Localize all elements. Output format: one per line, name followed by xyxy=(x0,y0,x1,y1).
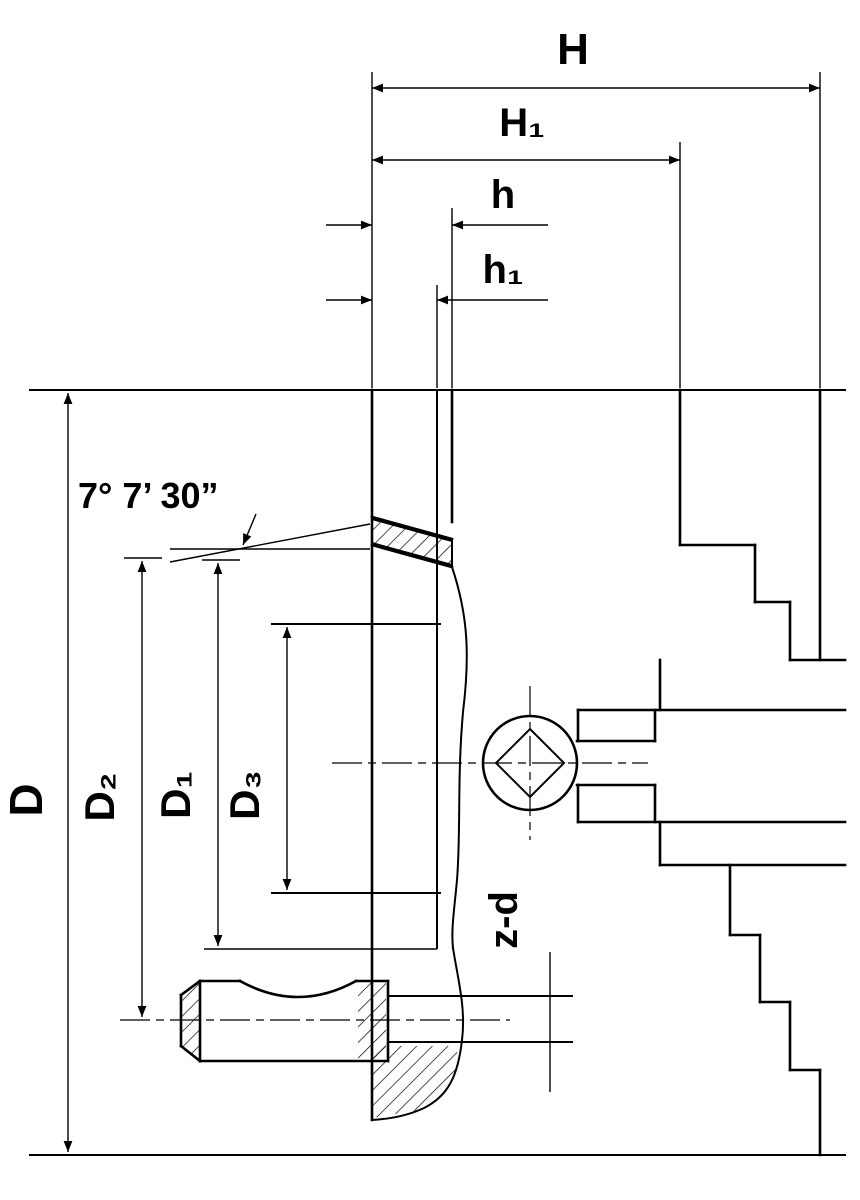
dim-label-D2: D₂ xyxy=(76,773,123,822)
dim-label-D1: D₁ xyxy=(152,771,199,819)
angle-label: 7° 7’ 30” xyxy=(78,475,219,516)
bolt-spec-label: z-d xyxy=(482,891,526,949)
labels: H H₁ h h₁ 7° 7’ 30” D D₂ D₁ D₃ z-d xyxy=(0,25,589,949)
pinion-socket xyxy=(332,686,847,840)
angle-callout xyxy=(169,513,371,563)
dim-label-D: D xyxy=(0,783,52,816)
cam-screw xyxy=(120,979,510,1063)
bolt-hole-callout xyxy=(389,952,573,1092)
body-outline xyxy=(204,388,847,1157)
dim-label-H1: H₁ xyxy=(499,101,544,145)
dim-label-H: H xyxy=(557,25,589,74)
dim-label-h: h xyxy=(491,173,515,217)
top-dimensions xyxy=(326,72,821,388)
dim-label-D3: D₃ xyxy=(221,770,268,820)
dim-label-h1: h₁ xyxy=(483,248,524,292)
left-dimensions xyxy=(63,393,292,1152)
